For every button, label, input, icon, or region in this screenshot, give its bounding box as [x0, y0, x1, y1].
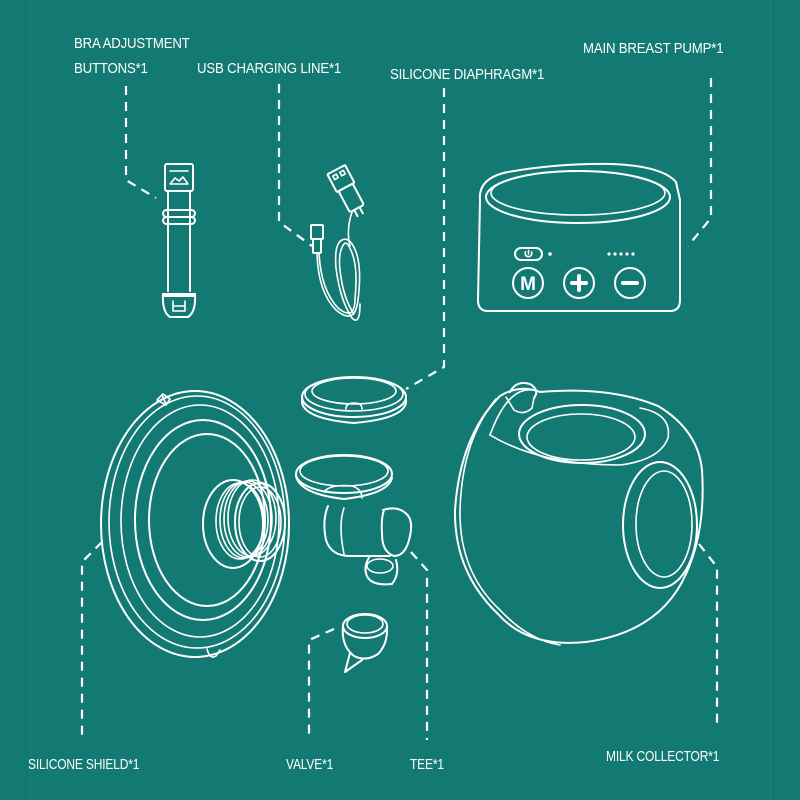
- diaphragm-icon: [301, 376, 407, 424]
- valve-icon: [341, 613, 389, 673]
- plus-button-icon: [563, 267, 595, 299]
- label-bra-adjustment-line2: BUTTONS*1: [74, 60, 148, 77]
- bra-strap-icon: [161, 163, 197, 318]
- frame-line-left: [30, 0, 31, 800]
- minus-button-icon: [614, 267, 646, 299]
- leader-diaphragm: [405, 88, 446, 390]
- label-bra-adjustment-line1: BRA ADJUSTMENT: [74, 35, 190, 52]
- leader-shield: [80, 541, 103, 738]
- pump-unit-icon: M: [477, 162, 681, 312]
- collector-icon: [453, 382, 704, 646]
- leader-pump: [687, 78, 713, 247]
- label-silicone-shield: SILICONE SHIELD*1: [28, 756, 140, 773]
- svg-text:M: M: [520, 274, 536, 295]
- leader-usb: [277, 84, 313, 247]
- frame-line-right: [770, 0, 771, 800]
- label-tee: TEE*1: [410, 756, 444, 773]
- label-milk-collector: MILK COLLECTOR*1: [606, 748, 720, 765]
- leader-collector: [698, 543, 719, 728]
- leader-tee: [410, 551, 429, 740]
- label-main-breast-pump: MAIN BREAST PUMP*1: [583, 40, 724, 57]
- leader-valve: [307, 627, 335, 740]
- tee-icon: [295, 454, 413, 586]
- shield-icon: [100, 390, 290, 658]
- leader-bra: [124, 86, 157, 199]
- label-usb-charging-line: USB CHARGING LINE*1: [197, 60, 342, 77]
- label-silicone-diaphragm: SILICONE DIAPHRAGM*1: [390, 66, 545, 83]
- mode-button-icon: M: [512, 267, 544, 299]
- usb-cable-icon: [310, 164, 365, 321]
- leader-lines: [80, 78, 719, 740]
- label-valve: VALVE*1: [286, 756, 334, 773]
